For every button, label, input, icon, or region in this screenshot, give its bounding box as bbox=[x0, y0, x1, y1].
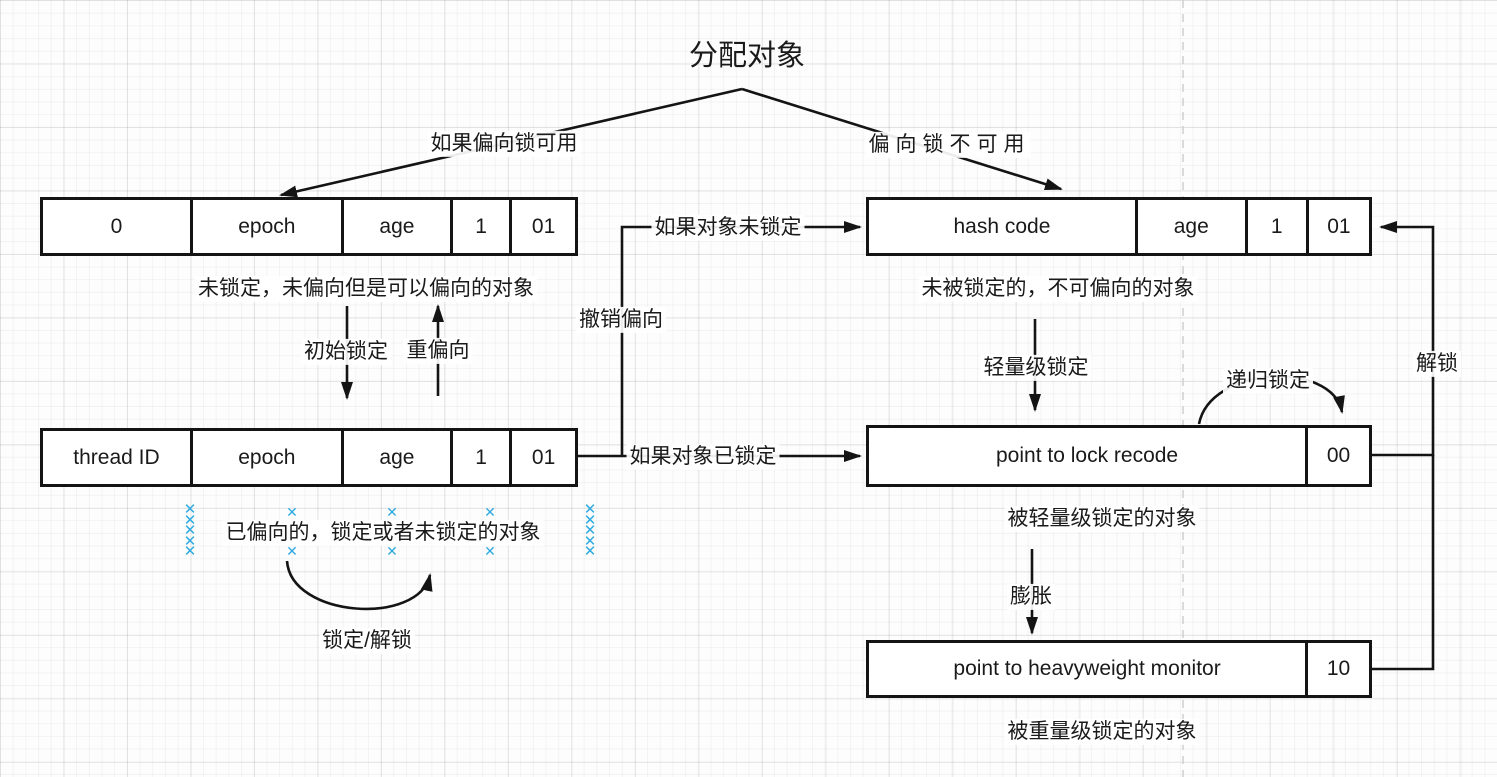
cell-biased-flag: 1 bbox=[450, 200, 509, 253]
label-rebias[interactable]: 重偏向 bbox=[403, 337, 473, 365]
caption-heavyweight-locked[interactable]: 被重量级锁定的对象 bbox=[1004, 718, 1200, 746]
label-bias-available[interactable]: 如果偏向锁可用 bbox=[427, 130, 581, 158]
box-heavyweight-locked[interactable]: point to heavyweight monitor 10 bbox=[866, 640, 1372, 698]
label-if-object-unlocked[interactable]: 如果对象未锁定 bbox=[651, 214, 805, 242]
cell-age: age bbox=[1134, 200, 1245, 253]
selection-handle: ✕ bbox=[286, 504, 298, 520]
caption-biased[interactable]: 已偏向的，锁定或者未锁定的对象 bbox=[222, 519, 544, 547]
cell-lock-record-pointer: point to lock recode bbox=[996, 444, 1179, 467]
box-unlocked-biasable[interactable]: 0 epoch age 1 01 bbox=[40, 197, 578, 256]
caption-unlocked-unbiasable[interactable]: 未被锁定的，不可偏向的对象 bbox=[918, 275, 1198, 303]
cell-lock-bits: 10 bbox=[1305, 643, 1369, 695]
cell-age: age bbox=[340, 431, 450, 484]
cell-biased-flag: 1 bbox=[1244, 200, 1306, 253]
box-unlocked-unbiasable[interactable]: hash code age 1 01 bbox=[866, 197, 1372, 256]
cell-hash-code: hash code bbox=[953, 214, 1051, 238]
cell-zero: 0 bbox=[110, 214, 123, 238]
cell-epoch: epoch bbox=[189, 200, 341, 253]
cell-lock-bits: 01 bbox=[509, 200, 575, 253]
label-bias-unavailable[interactable]: 偏向锁不可用 bbox=[865, 131, 1031, 159]
label-if-object-locked[interactable]: 如果对象已锁定 bbox=[626, 443, 780, 471]
cell-monitor-pointer: point to heavyweight monitor bbox=[953, 657, 1221, 680]
label-recursive-lock[interactable]: 递归锁定 bbox=[1223, 367, 1313, 395]
label-revoke-bias[interactable]: 撤销偏向 bbox=[576, 306, 666, 334]
label-inflate[interactable]: 膨胀 bbox=[1007, 583, 1055, 611]
cell-lock-bits: 00 bbox=[1305, 428, 1369, 484]
selection-handle: ✕ bbox=[386, 504, 398, 520]
label-unlock[interactable]: 解锁 bbox=[1413, 350, 1461, 378]
selection-handle: ✕ bbox=[484, 504, 496, 520]
caption-lightweight-locked[interactable]: 被轻量级锁定的对象 bbox=[1004, 505, 1200, 533]
edge-unlock-line bbox=[1372, 221, 1435, 457]
edge-lock-unlock-arc bbox=[285, 560, 433, 611]
cell-epoch: epoch bbox=[189, 431, 341, 484]
cell-lock-bits: 01 bbox=[1305, 200, 1369, 253]
selection-handle-chain-right: ✕✕✕✕✕ bbox=[583, 500, 597, 560]
caption-unlocked-biasable[interactable]: 未锁定，未偏向但是可以偏向的对象 bbox=[195, 275, 537, 303]
edge-if-unlocked-line bbox=[620, 221, 862, 456]
cell-age: age bbox=[340, 200, 450, 253]
label-lock-unlock[interactable]: 锁定/解锁 bbox=[319, 627, 415, 655]
cell-thread-id: thread ID bbox=[73, 445, 160, 469]
label-initial-lock[interactable]: 初始锁定 bbox=[301, 338, 391, 366]
box-lightweight-locked[interactable]: point to lock recode 00 bbox=[866, 425, 1372, 487]
diagram-title[interactable]: 分配对象 bbox=[688, 39, 806, 72]
cell-biased-flag: 1 bbox=[450, 431, 509, 484]
box-biased[interactable]: thread ID epoch age 1 01 bbox=[40, 428, 578, 487]
edge-unlock-line-lower bbox=[1372, 455, 1435, 671]
selection-handle-chain-left: ✕✕✕✕✕ bbox=[183, 500, 197, 560]
label-lightweight-lock[interactable]: 轻量级锁定 bbox=[980, 354, 1092, 382]
cell-lock-bits: 01 bbox=[509, 431, 575, 484]
